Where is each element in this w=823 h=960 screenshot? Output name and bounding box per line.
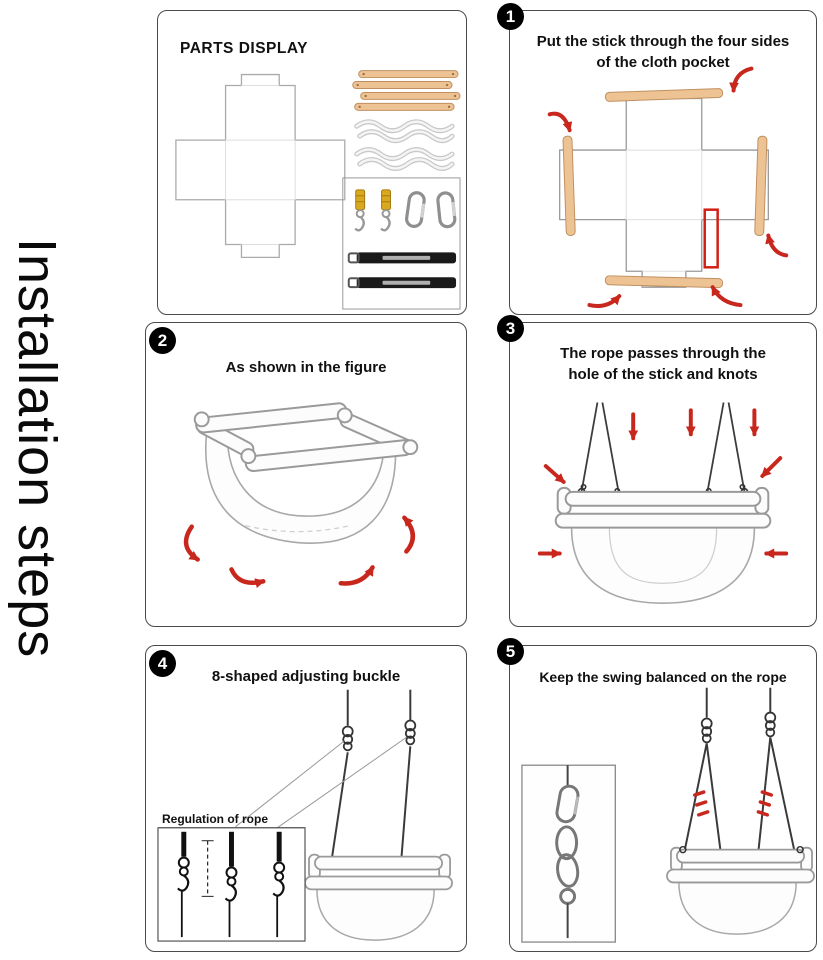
red-balance-marks: [693, 790, 774, 817]
panel-parts-display: PARTS DISPLAY: [157, 10, 467, 315]
step-5-title: Keep the swing balanced on the rope: [539, 669, 787, 685]
swing-seat-hanging: [554, 486, 772, 604]
canvas-pouch: [570, 526, 756, 604]
swing-seat-balanced: [666, 845, 815, 935]
panel-step-4: 4 8-shaped adjusting buckle Regulation o…: [145, 645, 467, 952]
hardware-box: [342, 177, 461, 310]
step-2-number: 2: [149, 327, 176, 354]
rope-adjust-diagram: [177, 831, 190, 938]
red-insert-arrows: [547, 66, 789, 308]
step-1-illustration: [547, 66, 789, 308]
step-1-title: Put the stick through the four sides of …: [536, 33, 790, 71]
rope-regulation-label: Regulation of rope: [162, 812, 268, 826]
black-strap: [347, 277, 457, 289]
cloth-cross-pattern: [175, 73, 346, 259]
wooden-sticks: [352, 70, 461, 111]
carabiner: [405, 191, 426, 228]
page-title: Installation steps: [7, 238, 67, 659]
step-5-illustration: [521, 687, 815, 943]
hanging-ropes: [580, 402, 746, 497]
hanging-ropes: [330, 689, 412, 859]
rope-bundles: [354, 119, 455, 171]
parts-display-title: PARTS DISPLAY: [180, 39, 308, 57]
hanging-ropes: [683, 687, 796, 852]
panel-step-5: 5 Keep the swing balanced on the rope: [497, 638, 817, 952]
red-rotate-arrows: [183, 515, 416, 589]
swing-seat-small: [304, 853, 453, 941]
rope-adjust-diagram: [224, 831, 238, 938]
panel-step-2: 2 As shown in the figure: [145, 322, 467, 627]
rope-adjust-diagram: [272, 831, 286, 938]
red-direction-arrows: [537, 408, 789, 559]
step-3-illustration: [537, 402, 789, 604]
adjust-measure-line: [201, 840, 214, 897]
step-4-number: 4: [149, 650, 176, 677]
black-strap: [347, 252, 457, 264]
carabiner: [436, 191, 457, 229]
panel-step-3: 3 The rope passes through the hole of th…: [497, 315, 817, 627]
yellow-strap-hook: [380, 189, 391, 232]
regulation-inset: [157, 827, 306, 942]
swing-seat-assembled: [193, 402, 419, 544]
step-4-title: 8-shaped adjusting buckle: [211, 668, 401, 685]
yellow-strap-hook: [354, 189, 366, 232]
parts-display-illustration: [175, 70, 461, 310]
cloth-cross-pattern: [559, 97, 769, 288]
slot-highlight: [703, 208, 719, 269]
step-4-illustration: [157, 689, 453, 942]
wooden-sticks: [562, 88, 768, 289]
step-3-title: The rope passes through the hole of the …: [560, 345, 766, 383]
step-5-number: 5: [497, 638, 524, 665]
step-2-illustration: [183, 402, 419, 589]
carabiner-chain-detail: [521, 764, 616, 943]
step-3-number: 3: [497, 315, 524, 342]
step-2-title: As shown in the figure: [225, 359, 387, 376]
callout-leader-lines: [235, 736, 407, 829]
eight-shaped-buckles: [341, 719, 417, 752]
panel-step-1: 1 Put the stick through the four sides o…: [497, 3, 817, 315]
step-1-number: 1: [497, 3, 524, 30]
eight-shaped-buckles: [700, 711, 777, 744]
